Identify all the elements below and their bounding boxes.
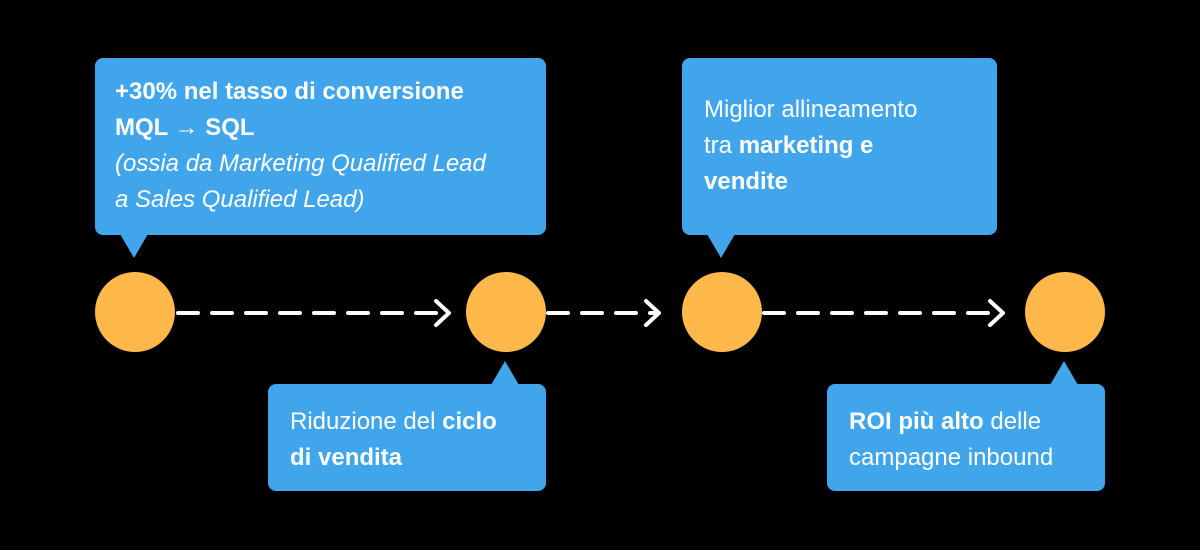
arrowhead-3-icon — [988, 299, 1005, 327]
callout-cycle-line1: Riduzione del ciclo — [290, 408, 497, 435]
timeline-node-3 — [682, 272, 762, 352]
callout-conversion-tail — [120, 234, 148, 258]
connector-1 — [176, 299, 451, 327]
callout-cycle-tail — [491, 361, 519, 385]
callout-conversion-line3: (ossia da Marketing Qualified Lead — [115, 150, 486, 177]
callout-cycle: Riduzione del ciclo di vendita — [268, 384, 546, 491]
callout-alignment-line3: vendite — [704, 168, 789, 195]
callout-conversion-line1: +30% nel tasso di conversione — [115, 78, 464, 105]
callout-alignment-line2: tra marketing e — [704, 132, 874, 159]
timeline-node-1 — [95, 272, 175, 352]
callout-roi-line2: campagne inbound — [849, 444, 1054, 471]
timeline-node-4 — [1025, 272, 1105, 352]
callout-alignment-line1: Miglior allineamento — [704, 96, 918, 123]
callout-alignment-tail — [707, 234, 735, 258]
callout-conversion-line4: a Sales Qualified Lead) — [115, 186, 365, 213]
timeline-node-2 — [466, 272, 546, 352]
callout-roi: ROI più alto delle campagne inbound — [827, 384, 1105, 491]
callout-roi-line1: ROI più alto delle — [849, 408, 1042, 435]
callout-alignment: Miglior allineamento tra marketing e ven… — [682, 58, 997, 235]
connector-2 — [546, 299, 661, 327]
connector-3 — [762, 299, 1005, 327]
callout-cycle-line2: di vendita — [290, 444, 403, 471]
arrowhead-1-icon — [434, 299, 451, 327]
callout-roi-tail — [1050, 361, 1078, 385]
callout-conversion: +30% nel tasso di conversione MQL → SQL … — [95, 58, 546, 235]
callout-conversion-line2: MQL → SQL — [115, 114, 255, 141]
arrowhead-2-icon — [644, 299, 661, 327]
